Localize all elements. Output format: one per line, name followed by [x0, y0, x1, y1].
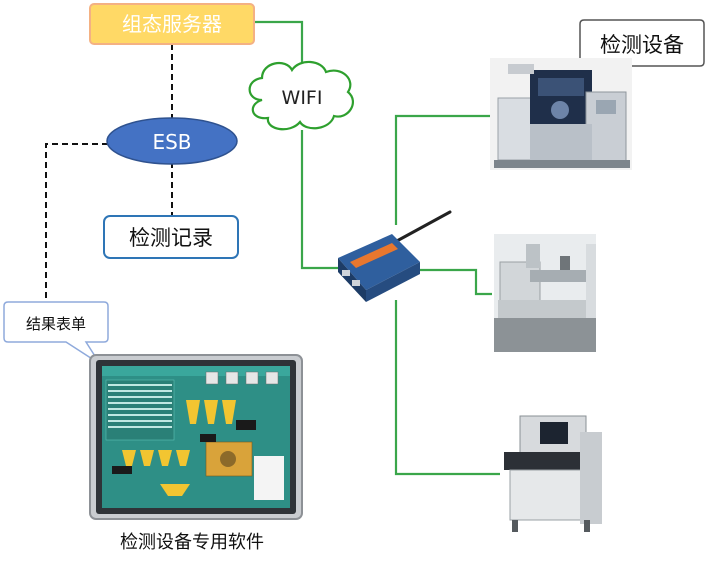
- inspection-record-node: 检测记录: [103, 215, 239, 259]
- extruder-machine-image: [494, 234, 596, 352]
- inspection-device-label: 检测设备: [600, 33, 684, 57]
- result-sheet-label: 结果表单: [26, 315, 86, 333]
- xray-inspection-image: [500, 412, 606, 536]
- inspection-record-label: 检测记录: [129, 226, 213, 250]
- config-server-node: 组态服务器: [89, 3, 255, 45]
- router-device: [338, 210, 452, 302]
- config-server-label: 组态服务器: [122, 12, 222, 36]
- software-caption: 检测设备专用软件: [120, 532, 264, 553]
- printing-machine-image: [490, 58, 632, 170]
- router-side: [366, 262, 420, 302]
- dashed-links: [45, 44, 173, 302]
- esb-ellipse: [106, 117, 238, 165]
- inspection-device-callout: 检测设备: [579, 19, 705, 87]
- link-esb-result: [45, 143, 108, 302]
- link-router-xray: [394, 300, 500, 476]
- link-router-printer: [394, 114, 492, 225]
- wifi-cloud: WIFI: [248, 60, 354, 131]
- wifi-label: WIFI: [282, 87, 323, 109]
- wifi-cloud-shape: [248, 60, 354, 131]
- router-label-stripe: [350, 243, 398, 268]
- touch-panel-image: [89, 354, 303, 520]
- esb-node: ESB: [106, 117, 238, 165]
- link-server-wifi: [255, 20, 304, 72]
- link-router-extruder: [418, 268, 492, 296]
- inspection-record-box: [103, 215, 239, 259]
- link-wifi-router: [300, 130, 338, 270]
- router-body: [338, 234, 420, 290]
- green-links: [255, 20, 500, 476]
- config-server-box: [89, 3, 255, 45]
- result-sheet-bubble: [3, 301, 109, 365]
- esb-label: ESB: [152, 130, 191, 154]
- result-sheet-callout: 结果表单: [3, 301, 109, 365]
